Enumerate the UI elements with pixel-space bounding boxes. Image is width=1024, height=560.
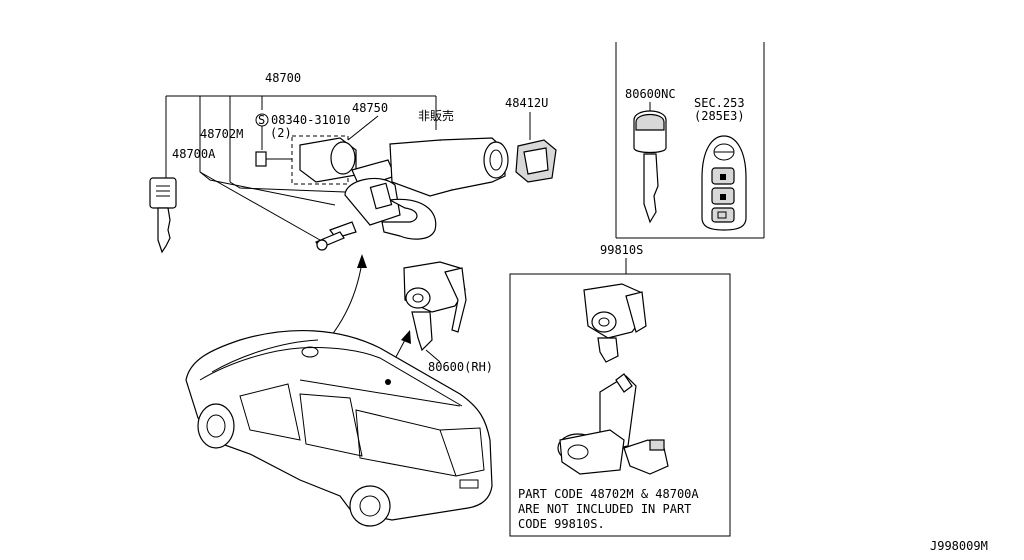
leader-80600rh	[425, 349, 441, 363]
label-80600rh: 80600(RH)	[428, 360, 493, 374]
screw-icon	[315, 231, 345, 251]
label-sec253-ref: (285E3)	[694, 109, 745, 123]
vehicle-outline-icon	[185, 330, 493, 527]
label-sec253: SEC.253	[694, 96, 745, 110]
label-48702m: 48702M	[200, 127, 243, 141]
bolt-icon	[255, 151, 292, 167]
kit-99810s-box	[509, 273, 731, 537]
label-48700: 48700	[265, 71, 301, 85]
svg-text:S: S	[258, 113, 265, 127]
note-line-2: ARE NOT INCLUDED IN PART	[518, 502, 691, 516]
intelligent-key-fob-icon	[701, 135, 747, 231]
steering-lock-assembly	[291, 135, 509, 240]
lock-icon	[711, 167, 735, 185]
key-box	[615, 42, 765, 239]
tailgate-button-icon	[711, 207, 735, 223]
note-line-3: CODE 99810S.	[518, 517, 605, 531]
kit-door-lock-actuator	[583, 283, 647, 363]
note-line-1: PART CODE 48702M & 48700A	[518, 487, 699, 501]
leader-48750	[347, 115, 379, 141]
unlock-icon	[711, 187, 735, 205]
leader-48700a	[199, 171, 336, 206]
door-lock-actuator-rh	[403, 261, 467, 352]
leader-48702m	[229, 181, 346, 193]
label-99810s: 99810S	[600, 243, 643, 257]
leader-screw	[199, 171, 321, 241]
leader-48700	[165, 95, 437, 182]
kit-steering-lock	[557, 373, 669, 475]
label-48750: 48750	[352, 101, 388, 115]
label-not-for-sale: 非販売	[418, 108, 454, 123]
label-bolt-qty: (2)	[270, 126, 292, 140]
diagram-id: J998009M	[930, 539, 988, 553]
cylinder-cap-icon	[515, 139, 557, 183]
key-blank-icon	[633, 110, 667, 224]
key-blade-icon	[149, 177, 177, 254]
label-80600nc: 80600NC	[625, 87, 676, 101]
label-48412u: 48412U	[505, 96, 548, 110]
label-48700a: 48700A	[172, 147, 216, 161]
bolt-spec-symbol: S	[255, 113, 269, 127]
label-bolt-code: 08340-31010	[271, 113, 350, 127]
